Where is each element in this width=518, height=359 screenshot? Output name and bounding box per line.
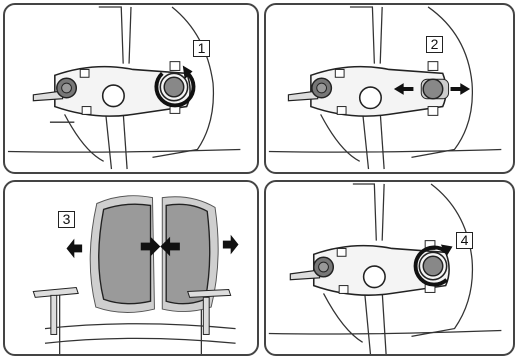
left-arrow-icon xyxy=(67,239,83,259)
split-backrest-illustration xyxy=(5,182,257,354)
step-panel-4: 4 xyxy=(264,180,515,356)
backrest-adjuster-illustration xyxy=(5,5,257,172)
backrest-adjuster-illustration xyxy=(266,5,513,172)
step-panel-3: 3 xyxy=(3,180,259,356)
step-number-badge: 4 xyxy=(456,232,473,249)
step-number-badge: 1 xyxy=(193,40,210,57)
left-backrest-pad xyxy=(90,196,154,313)
step-number-badge: 3 xyxy=(58,211,75,228)
backrest-adjuster-illustration xyxy=(266,182,513,354)
right-knob xyxy=(160,73,187,100)
step-number-badge: 2 xyxy=(426,36,443,53)
right-knob xyxy=(421,79,448,99)
left-knob xyxy=(314,257,334,277)
center-hub xyxy=(103,85,124,106)
left-knob xyxy=(312,78,332,98)
step-panel-1: 1 xyxy=(3,3,259,174)
center-hub xyxy=(360,87,381,108)
step-panel-2: 2 xyxy=(264,3,515,174)
left-knob xyxy=(57,78,77,98)
right-arrow-icon xyxy=(451,83,471,95)
right-arrow-icon xyxy=(223,235,239,255)
left-armrest xyxy=(33,288,78,335)
right-knob xyxy=(419,252,446,279)
center-hub xyxy=(364,266,386,288)
